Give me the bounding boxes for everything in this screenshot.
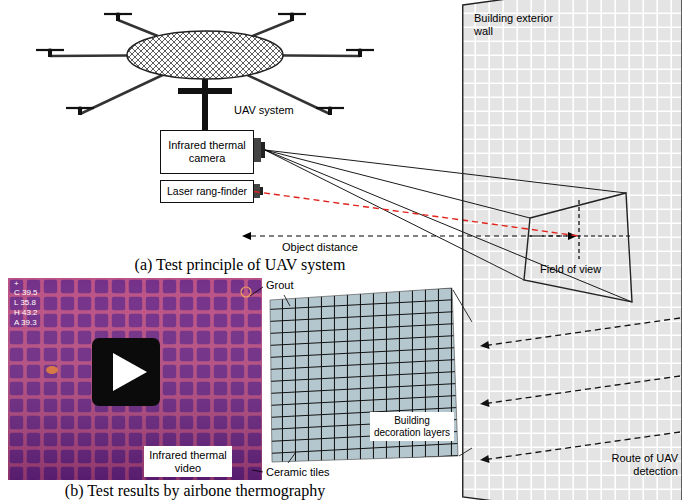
temperature-readout: H 43.2 bbox=[14, 308, 38, 317]
part-label: UAV system bbox=[234, 104, 294, 117]
zoom-line bbox=[459, 448, 472, 456]
view-line bbox=[265, 150, 530, 218]
video-label-box-text: Infrared thermal video bbox=[148, 449, 228, 474]
crosshair-mark: + bbox=[14, 279, 19, 288]
laser-beam-target-segment bbox=[522, 228, 579, 236]
propeller-blade bbox=[36, 49, 64, 51]
view-line bbox=[265, 150, 626, 193]
play-button bbox=[92, 338, 160, 406]
route-line bbox=[486, 376, 680, 404]
temperature-readout: A 39.3 bbox=[14, 318, 37, 327]
building-wall-text: Building exterior wall bbox=[474, 12, 556, 37]
route-line bbox=[486, 318, 680, 346]
propeller-hub bbox=[327, 106, 333, 109]
propeller-hub bbox=[115, 12, 121, 15]
propeller-blade bbox=[66, 107, 94, 109]
propeller bbox=[316, 106, 344, 115]
distance-line bbox=[251, 236, 568, 237]
route-arrowhead bbox=[480, 341, 490, 349]
laser-beam bbox=[254, 192, 522, 229]
part-label: Grout bbox=[266, 279, 294, 292]
wall-surface bbox=[462, 0, 682, 500]
propeller-blade bbox=[278, 13, 306, 15]
camera-body-text: Infrared thermal camera bbox=[166, 139, 248, 164]
leader-lines bbox=[250, 287, 296, 472]
route-lines bbox=[486, 318, 680, 460]
video-label-box: Infrared thermal video bbox=[144, 446, 232, 477]
laser-rangefinder-body-text: Laser rang-finder bbox=[167, 185, 247, 197]
camera-body: Infrared thermal camera bbox=[160, 130, 254, 174]
leader-line bbox=[288, 452, 296, 463]
propeller bbox=[346, 48, 374, 57]
camera-lens bbox=[254, 138, 261, 162]
thermal-shading bbox=[8, 278, 262, 480]
play-triangle bbox=[113, 353, 147, 391]
propeller-blade bbox=[104, 13, 132, 15]
field-of-view: Field of view bbox=[522, 190, 634, 304]
propeller-blade bbox=[316, 107, 344, 109]
temperature-readout: L 35.8 bbox=[14, 298, 36, 307]
tile-photo bbox=[270, 288, 458, 462]
hot-spot bbox=[46, 366, 58, 374]
part-label: Ceramic tiles bbox=[266, 466, 330, 479]
route-arrowhead bbox=[480, 399, 490, 407]
figure-caption: (a) Test principle of UAV system bbox=[135, 256, 346, 274]
figure-caption: (b) Test results by airbone thermography bbox=[65, 482, 325, 500]
propeller-hub bbox=[47, 48, 53, 51]
field-of-view-text: Field of view bbox=[540, 263, 601, 276]
propeller-hub bbox=[357, 48, 363, 51]
building-wall-outline bbox=[462, 0, 682, 500]
crosshair-vertical bbox=[578, 200, 579, 259]
route-arrowhead bbox=[480, 455, 490, 463]
propeller bbox=[104, 12, 132, 21]
laser-rangefinder-body: Laser rang-finder bbox=[160, 180, 254, 203]
field-of-view-outline bbox=[522, 190, 634, 304]
propeller-hub bbox=[77, 106, 83, 109]
camera-lens-front bbox=[261, 142, 265, 158]
distance-arrowhead bbox=[242, 232, 251, 240]
layer-label-box-text: Building decoration layers bbox=[373, 415, 451, 438]
leader-line bbox=[284, 295, 290, 306]
gimbal-bar bbox=[178, 88, 232, 94]
view-cone bbox=[265, 150, 632, 302]
field-of-view-border bbox=[524, 193, 632, 302]
building-wall: Building exterior wallField of view bbox=[462, 0, 682, 500]
dimension-label: Object distance bbox=[282, 241, 358, 254]
laser-lens-front bbox=[260, 187, 263, 195]
propeller bbox=[36, 48, 64, 57]
propeller-blade bbox=[346, 49, 374, 51]
propeller-hub bbox=[289, 12, 295, 15]
layer-label-box: Building decoration layers bbox=[370, 412, 454, 441]
thermal-image bbox=[8, 278, 262, 480]
propeller bbox=[66, 106, 94, 115]
building-wall-border bbox=[463, 0, 682, 500]
drone-body bbox=[127, 31, 283, 79]
leader-line bbox=[250, 287, 263, 296]
route-label: Route of UAV detection bbox=[606, 452, 678, 477]
leader-line bbox=[252, 470, 263, 472]
view-line bbox=[265, 150, 632, 302]
camera-icon bbox=[241, 287, 251, 297]
temperature-readout: C 39.5 bbox=[14, 288, 38, 297]
propeller bbox=[278, 12, 306, 21]
